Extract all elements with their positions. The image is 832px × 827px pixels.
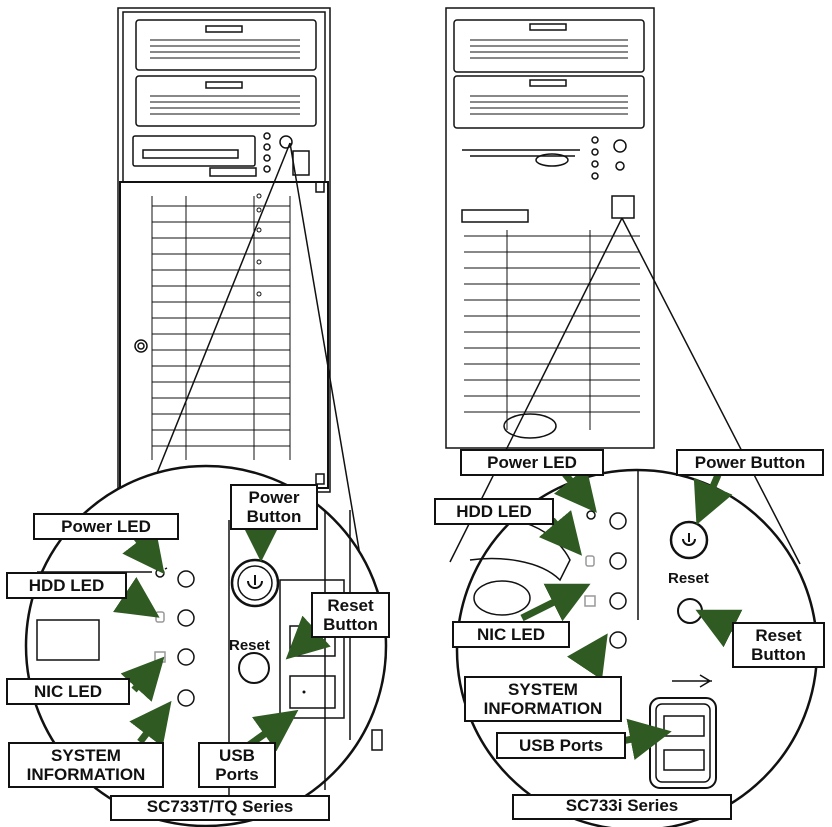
left-system-information-label: SYSTEM INFORMATION <box>8 742 164 788</box>
left-chassis <box>117 7 373 627</box>
right-usb-ports-label: USB Ports <box>496 732 626 759</box>
left-usb-ports-label: USB Ports <box>198 742 276 788</box>
right-hdd-led-label: HDD LED <box>434 498 554 525</box>
right-nic-led-label: NIC LED <box>452 621 570 648</box>
left-nic-led-label: NIC LED <box>6 678 130 705</box>
left-hdd-led-label: HDD LED <box>6 572 127 599</box>
right-reset-button-label: Reset Button <box>732 622 825 668</box>
right-system-information-label: SYSTEM INFORMATION <box>464 676 622 722</box>
right-reset-text: Reset <box>668 570 709 587</box>
left-caption: SC733T/TQ Series <box>110 795 330 821</box>
left-power-led-label: Power LED <box>33 513 179 540</box>
right-power-led-label: Power LED <box>460 449 604 476</box>
right-caption: SC733i Series <box>512 794 732 820</box>
right-power-button-label: Power Button <box>676 449 824 476</box>
left-reset-button-label: Reset Button <box>311 592 390 638</box>
left-reset-text: Reset <box>229 637 270 654</box>
left-power-button-label: Power Button <box>230 484 318 530</box>
